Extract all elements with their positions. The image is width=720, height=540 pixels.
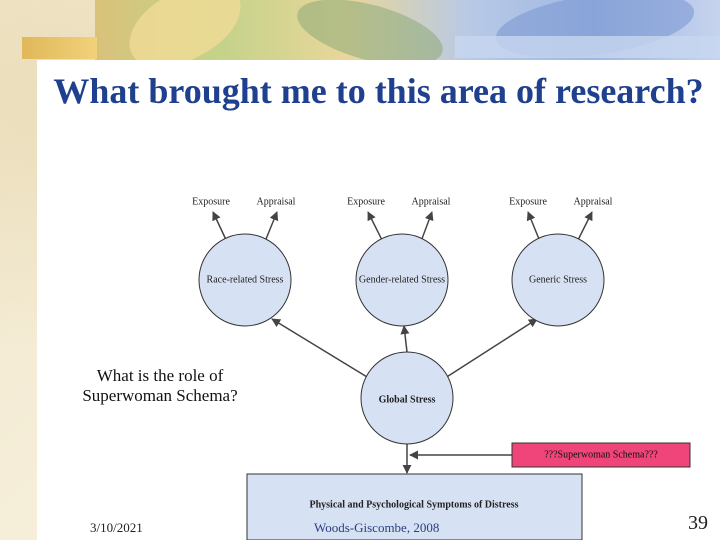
arrow-global-race: [271, 318, 373, 381]
generic-stress-label: Generic Stress: [528, 274, 588, 286]
gender-appraisal-label: Appraisal: [411, 196, 451, 208]
outcome-label: Physical and Psychological Symptoms of D…: [309, 499, 519, 511]
superwoman-label: ???Superwoman Schema???: [544, 449, 658, 461]
footer-author: Woods-Giscombe, 2008: [314, 520, 440, 535]
race-exposure-label: Exposure: [192, 196, 230, 208]
generic-appraisal-label: Appraisal: [573, 196, 613, 208]
decorative-banner: [95, 0, 720, 60]
generic-stress-circle: [511, 233, 605, 327]
arrow-global-generic: [441, 318, 538, 381]
superwoman-box: [511, 442, 691, 468]
slide-number: 39: [688, 512, 708, 534]
generic-exposure-label: Exposure: [509, 196, 547, 208]
global-stress-label: Global Stress: [378, 394, 436, 406]
race-stress-circle: [198, 233, 292, 327]
decorative-gold-bar: [22, 37, 97, 59]
outcome-box: [246, 473, 583, 540]
slide-title: What brought me to this area of research…: [53, 71, 704, 111]
gender-stress-circle: [355, 233, 449, 327]
arrow-global-gender: [400, 325, 410, 353]
question-text: What is the role of Superwoman Schema?: [82, 366, 238, 405]
gender-exposure-label: Exposure: [347, 196, 385, 208]
global-stress-circle: [360, 351, 454, 445]
footer-date: 3/10/2021: [90, 520, 143, 535]
gender-stress-label: Gender-related Stress: [358, 274, 446, 286]
race-stress-label: Race-related Stress: [206, 274, 284, 286]
race-appraisal-label: Appraisal: [256, 196, 296, 208]
